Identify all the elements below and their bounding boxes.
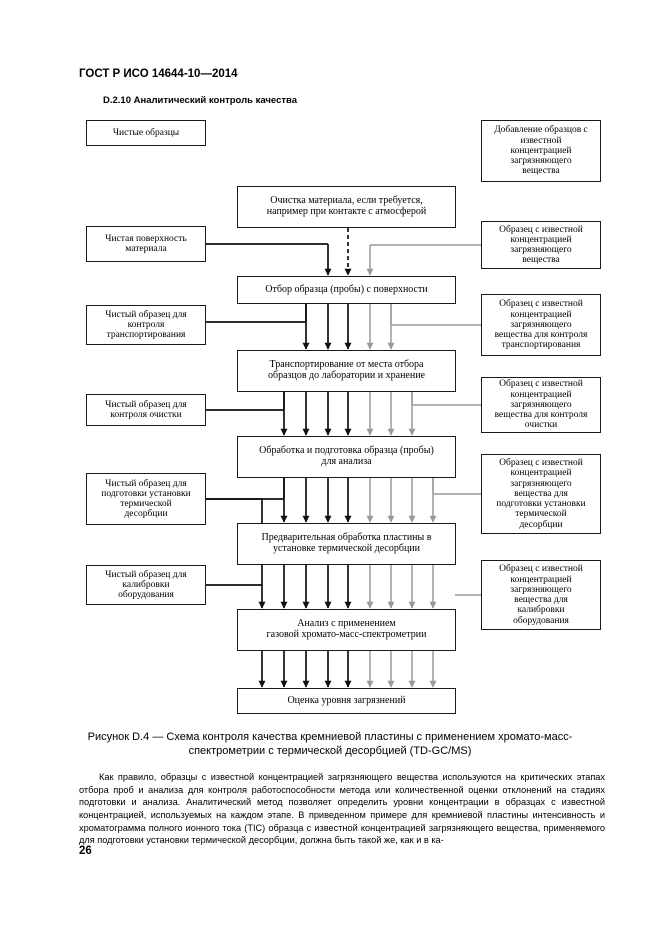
right-box-spike-addition: Добавление образцов с известной концентр… — [481, 120, 601, 182]
left-box-cleaning-blank: Чистый образец для контроля очистки — [86, 394, 206, 426]
section-title: D.2.10 Аналитический контроль качества — [103, 95, 298, 106]
right-box-spiked-calibration: Образец с известной концентрацией загряз… — [481, 560, 601, 630]
page-number: 26 — [79, 845, 92, 857]
left-box-calibration-blank: Чистый образец для калибровки оборудован… — [86, 565, 206, 605]
center-box-preparation: Обработка и подготовка образца (пробы) д… — [237, 436, 456, 478]
center-box-contamination-assessment: Оценка уровня загрязнений — [237, 688, 456, 714]
left-box-transport-blank: Чистый образец для контроля транспортиро… — [86, 305, 206, 345]
left-box-td-setup-blank: Чистый образец для подготовки установки … — [86, 473, 206, 525]
document-header: ГОСТ Р ИСО 14644-10—2014 — [79, 68, 238, 80]
right-box-spiked-td-setup: Образец с известной концентрацией загряз… — [481, 454, 601, 534]
center-box-gcms-analysis: Анализ с применением газовой хромато-мас… — [237, 609, 456, 651]
left-box-clean-samples: Чистые образцы — [86, 120, 206, 146]
left-box-clean-surface: Чистая поверхность материала — [86, 226, 206, 262]
right-box-spiked-transport: Образец с известной концентрацией загряз… — [481, 294, 601, 356]
figure-caption: Рисунок D.4 — Схема контроля качества кр… — [87, 731, 573, 758]
right-box-spiked-sample: Образец с известной концентрацией загряз… — [481, 221, 601, 269]
center-box-td-pretreatment: Предварительная обработка пластины в уст… — [237, 523, 456, 565]
center-box-cleaning: Очистка материала, если требуется, напри… — [237, 186, 456, 228]
center-box-transport: Транспортирование от места отбора образц… — [237, 350, 456, 392]
right-box-spiked-cleaning: Образец с известной концентрацией загряз… — [481, 377, 601, 433]
center-box-sampling: Отбор образца (пробы) с поверхности — [237, 276, 456, 304]
body-paragraph: Как правило, образцы с известной концент… — [79, 772, 605, 846]
